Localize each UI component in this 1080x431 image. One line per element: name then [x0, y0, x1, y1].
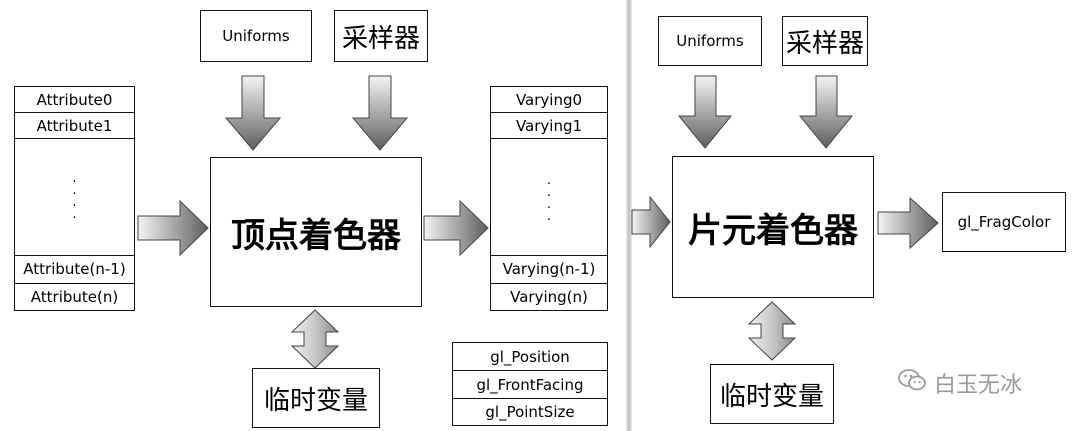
bidirectional-arrow-icon: [290, 309, 340, 369]
ellipsis: ····: [546, 177, 552, 228]
sampler-label: 采样器: [785, 28, 864, 59]
temp-vars-box: 临时变量: [252, 368, 380, 428]
vertex-shader-box: 顶点着色器: [210, 157, 422, 307]
builtin-label: gl_Position: [490, 347, 570, 366]
varying-label: Varying(n): [510, 287, 588, 306]
uniforms-box-right: Uniforms: [658, 16, 762, 66]
watermark: 白玉无冰: [898, 368, 1022, 398]
attribute-row: Attribute(n-1): [15, 255, 134, 281]
varying-row: Varying1: [491, 113, 607, 139]
down-arrow-icon: [351, 75, 409, 151]
varying-list: Varying0 Varying1 ···· Varying(n-1) Vary…: [490, 86, 608, 311]
watermark-text: 白玉无冰: [934, 373, 1023, 398]
sampler-box: 采样器: [334, 10, 428, 62]
attribute-row: Attribute0: [15, 87, 134, 113]
temp-vars-label: 临时变量: [719, 381, 824, 412]
temp-vars-label: 临时变量: [263, 385, 368, 416]
right-arrow-icon: [631, 195, 671, 249]
attribute-label: Attribute(n): [30, 287, 119, 306]
fragment-shader-box: 片元着色器: [672, 156, 874, 298]
attribute-list: Attribute0 Attribute1 ···· Attribute(n-1…: [14, 86, 135, 311]
sampler-box-right: 采样器: [782, 16, 868, 66]
down-arrow-icon: [224, 75, 282, 151]
builtin-row: gl_FrontFacing: [453, 371, 607, 399]
uniforms-box: Uniforms: [200, 10, 312, 62]
varying-row: Varying(n): [491, 283, 607, 309]
builtin-label: gl_PointSize: [485, 403, 575, 421]
attribute-label: Attribute0: [36, 90, 113, 109]
right-arrow-icon: [137, 199, 209, 257]
uniforms-label: Uniforms: [676, 32, 744, 50]
varying-label: Varying(n-1): [502, 259, 596, 278]
varying-row: Varying0: [491, 87, 607, 113]
down-arrow-icon: [677, 75, 733, 149]
builtin-label: gl_FrontFacing: [476, 375, 584, 394]
panel-divider: [626, 0, 632, 431]
attribute-label: Attribute1: [36, 116, 113, 135]
varying-row: Varying(n-1): [491, 255, 607, 281]
attribute-row: Attribute1: [15, 113, 134, 139]
builtin-outputs-list: gl_Position gl_FrontFacing gl_PointSize: [452, 342, 608, 426]
frag-color-label: gl_FragColor: [957, 213, 1051, 231]
uniforms-label: Uniforms: [222, 27, 290, 45]
varying-label: Varying1: [515, 116, 583, 135]
attribute-row: Attribute(n): [15, 283, 134, 309]
vertex-shader-label: 顶点着色器: [231, 215, 401, 256]
attribute-label: Attribute(n-1): [23, 259, 126, 278]
varying-label: Varying0: [515, 90, 583, 109]
builtin-row: gl_Position: [453, 343, 607, 371]
right-arrow-icon: [423, 199, 489, 257]
frag-color-box: gl_FragColor: [942, 192, 1066, 252]
fragment-shader-label: 片元着色器: [688, 210, 858, 251]
temp-vars-box-right: 临时变量: [710, 364, 834, 424]
right-arrow-icon: [877, 196, 939, 250]
wechat-icon: [898, 369, 926, 397]
bidirectional-arrow-icon: [747, 301, 797, 361]
sampler-label: 采样器: [341, 23, 420, 54]
ellipsis: ····: [72, 175, 77, 226]
builtin-row: gl_PointSize: [453, 399, 607, 425]
down-arrow-icon: [798, 75, 854, 149]
